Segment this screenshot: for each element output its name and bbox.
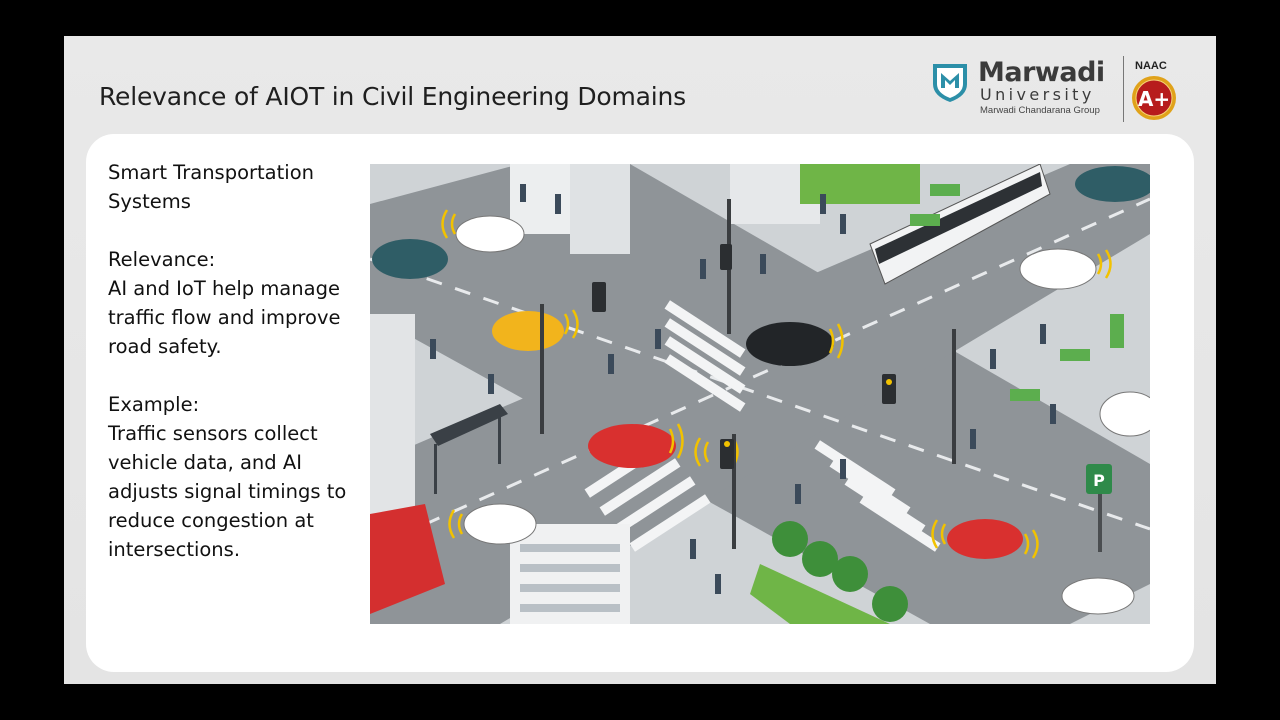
- slide: Relevance of AIOT in Civil Engineering D…: [64, 36, 1216, 684]
- pedestrian-icon: [430, 184, 1056, 594]
- truck-icon: [370, 504, 445, 614]
- slide-title: Relevance of AIOT in Civil Engineering D…: [99, 82, 686, 111]
- brand-subtitle: University: [980, 85, 1095, 104]
- relevance-text-line: traffic flow and improve: [108, 306, 341, 329]
- car-icon: [372, 166, 1150, 615]
- example-text-line: intersections.: [108, 538, 241, 561]
- relevance-label: Relevance:: [108, 248, 216, 271]
- example-text-line: adjusts signal timings to: [108, 480, 347, 503]
- bus-icon: [869, 164, 1051, 285]
- brand-group: Marwadi Chandarana Group: [980, 105, 1100, 116]
- relevance-text-line: road safety.: [108, 335, 222, 358]
- brand-name: Marwadi: [978, 57, 1105, 88]
- naac-badge-icon: A+: [1132, 76, 1176, 120]
- example-text-line: vehicle data, and AI: [108, 451, 302, 474]
- example-text-line: Traffic sensors collect: [108, 422, 318, 445]
- parking-sign-icon: P: [1086, 464, 1112, 552]
- traffic-light-icon: [540, 199, 956, 549]
- example-label: Example:: [108, 393, 200, 416]
- section-heading-line: Smart Transportation: [108, 161, 314, 184]
- bus-shelter-icon: [430, 404, 508, 494]
- sensor-signal-icon: [441, 209, 1112, 559]
- smart-city-illustration: P: [370, 164, 1150, 624]
- section-heading-line: Systems: [108, 190, 191, 213]
- text-column: Smart Transportation Systems Relevance: …: [108, 158, 358, 564]
- naac-label: NAAC: [1135, 60, 1167, 72]
- university-logo: Marwadi University Marwadi Chandarana Gr…: [930, 56, 1190, 122]
- university-shield-icon: [933, 64, 967, 102]
- example-text-line: reduce congestion at: [108, 509, 314, 532]
- content-panel: Smart Transportation Systems Relevance: …: [86, 134, 1194, 672]
- logo-divider: [1123, 56, 1124, 122]
- relevance-text-line: AI and IoT help manage: [108, 277, 340, 300]
- parking-sign-label: P: [1093, 471, 1105, 490]
- traffic-intersection-image: P: [370, 164, 1150, 624]
- naac-grade: A+: [1138, 87, 1170, 111]
